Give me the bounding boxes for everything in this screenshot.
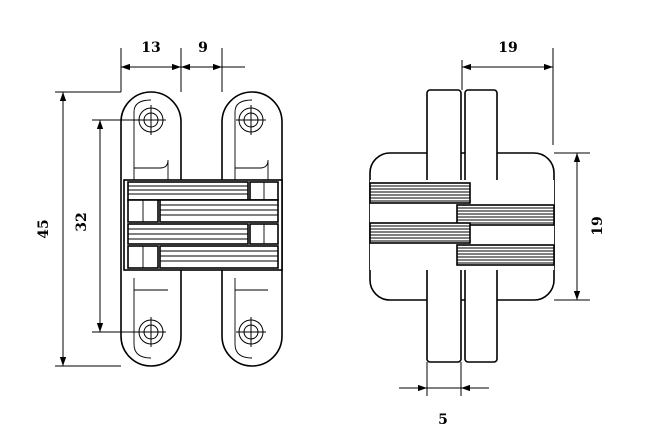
side-links <box>369 182 555 266</box>
dim-front-height-inner: 32 <box>74 212 90 231</box>
screw-hole-top-right <box>236 105 266 135</box>
dim-side-width: 19 <box>498 40 517 56</box>
front-view: 13 9 45 32 <box>36 40 283 367</box>
hinge-mechanism <box>123 179 283 271</box>
dim-side-thickness: 5 <box>438 412 448 428</box>
dim-front-width-gap: 9 <box>198 40 208 56</box>
dim-front-height-total: 45 <box>36 219 52 238</box>
side-view: 19 19 5 <box>369 40 606 428</box>
dim-front-width-left: 13 <box>141 40 160 56</box>
screw-hole-bottom-right <box>236 317 266 347</box>
dim-side-height: 19 <box>590 216 606 235</box>
